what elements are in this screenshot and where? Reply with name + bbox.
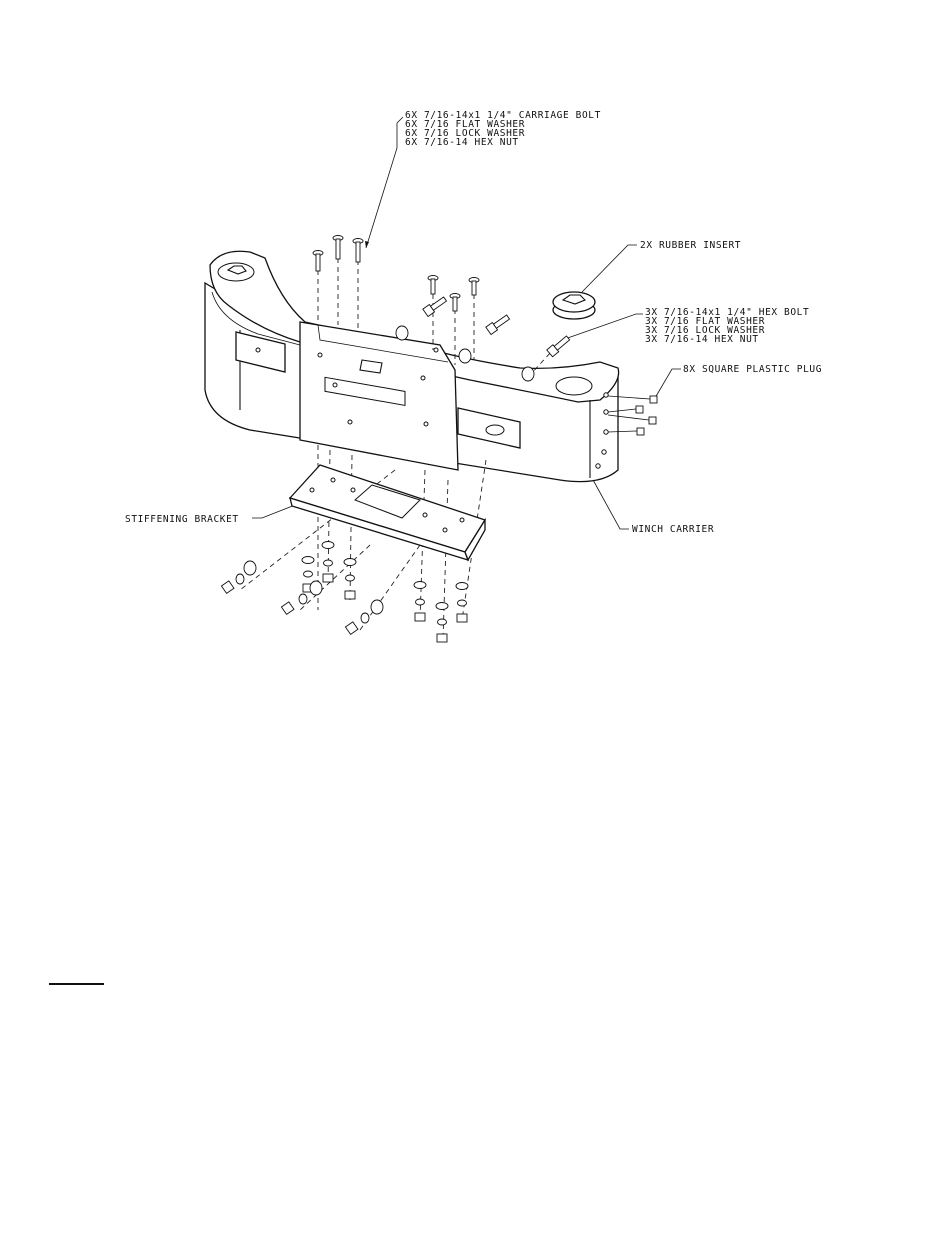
end-hole bbox=[604, 430, 608, 434]
lock-washer bbox=[346, 575, 355, 581]
leader-arrow bbox=[365, 241, 369, 248]
bracket-hole bbox=[460, 518, 464, 522]
plate-hole bbox=[318, 353, 322, 357]
carriage-bolt bbox=[353, 239, 363, 263]
hex-bolt bbox=[547, 334, 571, 356]
hex-nut bbox=[345, 591, 355, 599]
bracket-hole bbox=[310, 488, 314, 492]
square-plastic-plug bbox=[637, 428, 644, 435]
carriage-bolt bbox=[333, 236, 343, 260]
leader-rubber-insert bbox=[582, 245, 637, 292]
square-plastic-plug bbox=[650, 396, 657, 403]
plate-hole bbox=[348, 420, 352, 424]
end-hole bbox=[602, 450, 606, 454]
flat-washer bbox=[436, 603, 448, 610]
square-plastic-plug bbox=[636, 406, 643, 413]
hex-bolt bbox=[486, 313, 511, 334]
leader-square-plug bbox=[655, 369, 681, 398]
lower-hardware bbox=[221, 542, 468, 643]
end-hole bbox=[604, 393, 608, 397]
lock-washer bbox=[361, 613, 369, 623]
center-line bbox=[300, 545, 370, 610]
center-line bbox=[443, 300, 455, 640]
callout-square-plug: 8X SQUARE PLASTIC PLUG bbox=[655, 364, 822, 398]
callout-square-plug-label: 8X SQUARE PLASTIC PLUG bbox=[683, 364, 822, 375]
flat-washer bbox=[522, 367, 534, 381]
lock-washer bbox=[416, 599, 425, 605]
lock-washer bbox=[304, 571, 313, 577]
lock-washer bbox=[236, 574, 244, 584]
flat-washer bbox=[244, 561, 256, 575]
flat-washer bbox=[414, 582, 426, 589]
flat-washer bbox=[459, 349, 471, 363]
flat-washer bbox=[310, 581, 322, 595]
right-tab-slot bbox=[486, 425, 504, 435]
right-insert-pocket bbox=[556, 377, 592, 395]
bracket-hole bbox=[351, 488, 355, 492]
stiffening-bracket bbox=[290, 465, 485, 560]
flat-washer bbox=[344, 559, 356, 566]
callout-rubber-insert-label: 2X RUBBER INSERT bbox=[640, 240, 741, 251]
lock-washer bbox=[324, 560, 333, 566]
plate-hole bbox=[424, 422, 428, 426]
leader-stiffening-bracket bbox=[252, 505, 295, 518]
lock-washer bbox=[438, 619, 447, 625]
carriage-bolt bbox=[450, 294, 460, 312]
hex-nut bbox=[221, 581, 234, 594]
callout-stiffening-bracket: STIFFENING BRACKET bbox=[125, 505, 295, 525]
exploded-assembly-diagram: 6X 7/16-14x1 1/4" CARRIAGE BOLT 6X 7/16 … bbox=[0, 0, 950, 700]
rubber-insert bbox=[553, 292, 595, 319]
callout-rubber-insert: 2X RUBBER INSERT bbox=[582, 240, 741, 292]
callout-carriage-bolt-line-4: 6X 7/16-14 HEX NUT bbox=[405, 137, 519, 148]
left-tab-hole bbox=[256, 348, 260, 352]
center-mounting-plate bbox=[300, 322, 458, 470]
carriage-bolt bbox=[428, 276, 438, 295]
square-plastic-plug bbox=[649, 417, 656, 424]
flat-washer bbox=[371, 600, 383, 614]
flat-washer bbox=[396, 326, 408, 340]
callout-winch-carrier: WINCH CARRIER bbox=[592, 478, 714, 535]
hex-nut bbox=[437, 634, 447, 642]
lock-washer bbox=[299, 594, 307, 604]
end-hole bbox=[596, 464, 600, 468]
carriage-bolt bbox=[469, 278, 479, 296]
bracket-hole bbox=[443, 528, 447, 532]
note-heading-underline bbox=[49, 983, 104, 985]
hex-nut bbox=[281, 602, 294, 615]
carriage-bolt bbox=[313, 251, 323, 272]
hex-nut bbox=[415, 613, 425, 621]
hex-nut bbox=[457, 614, 467, 622]
callout-stiffening-bracket-label: STIFFENING BRACKET bbox=[125, 514, 239, 525]
callout-winch-carrier-label: WINCH CARRIER bbox=[632, 524, 714, 535]
hex-nut bbox=[345, 622, 358, 635]
leader-winch-carrier bbox=[592, 478, 629, 529]
leader-carriage-bolt bbox=[366, 117, 403, 248]
bracket-hole bbox=[331, 478, 335, 482]
plate-hole bbox=[421, 376, 425, 380]
plate-hole bbox=[333, 383, 337, 387]
flat-washer bbox=[322, 542, 334, 549]
lock-washer bbox=[458, 600, 467, 606]
bracket-hole bbox=[423, 513, 427, 517]
callout-hex-bolt-line-4: 3X 7/16-14 HEX NUT bbox=[645, 334, 759, 345]
plate-hole bbox=[434, 348, 438, 352]
callout-hex-bolt-kit: 3X 7/16-14x1 1/4" HEX BOLT 3X 7/16 FLAT … bbox=[562, 307, 809, 345]
flat-washer bbox=[456, 583, 468, 590]
callout-carriage-bolt-kit: 6X 7/16-14x1 1/4" CARRIAGE BOLT 6X 7/16 … bbox=[365, 110, 601, 248]
carriage-bolts bbox=[313, 236, 479, 312]
hex-nut bbox=[323, 574, 333, 582]
end-hole bbox=[604, 410, 608, 414]
flat-washer bbox=[302, 557, 314, 564]
hex-bolt bbox=[423, 295, 448, 316]
